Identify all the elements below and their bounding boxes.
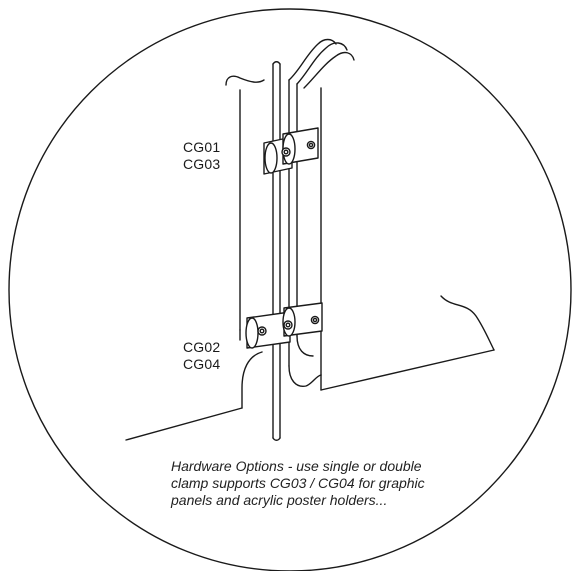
lower-clamp: [245, 302, 323, 349]
lower-clamp-code-1: CG02: [183, 339, 221, 355]
caption-line-1: Hardware Options - use single or double: [171, 458, 422, 474]
detail-circle-frame: [8, 8, 572, 571]
lower-clamp-code-label: CG02 CG04: [183, 339, 220, 373]
upper-clamp-code-1: CG01: [183, 139, 221, 155]
lower-clamp-code-2: CG04: [183, 356, 221, 372]
upper-clamp-code-2: CG03: [183, 156, 221, 172]
caption-line-2: clamp supports CG03 / CG04 for graphic: [171, 475, 425, 491]
right-panel: [288, 38, 495, 391]
left-panel: [125, 75, 265, 441]
support-cable: [272, 61, 281, 441]
upper-clamp-code-label: CG01 CG03: [183, 139, 220, 173]
upper-clamp: [263, 127, 319, 175]
hardware-options-caption: Hardware Options - use single or double …: [171, 458, 471, 509]
caption-line-3: panels and acrylic poster holders...: [171, 492, 388, 508]
